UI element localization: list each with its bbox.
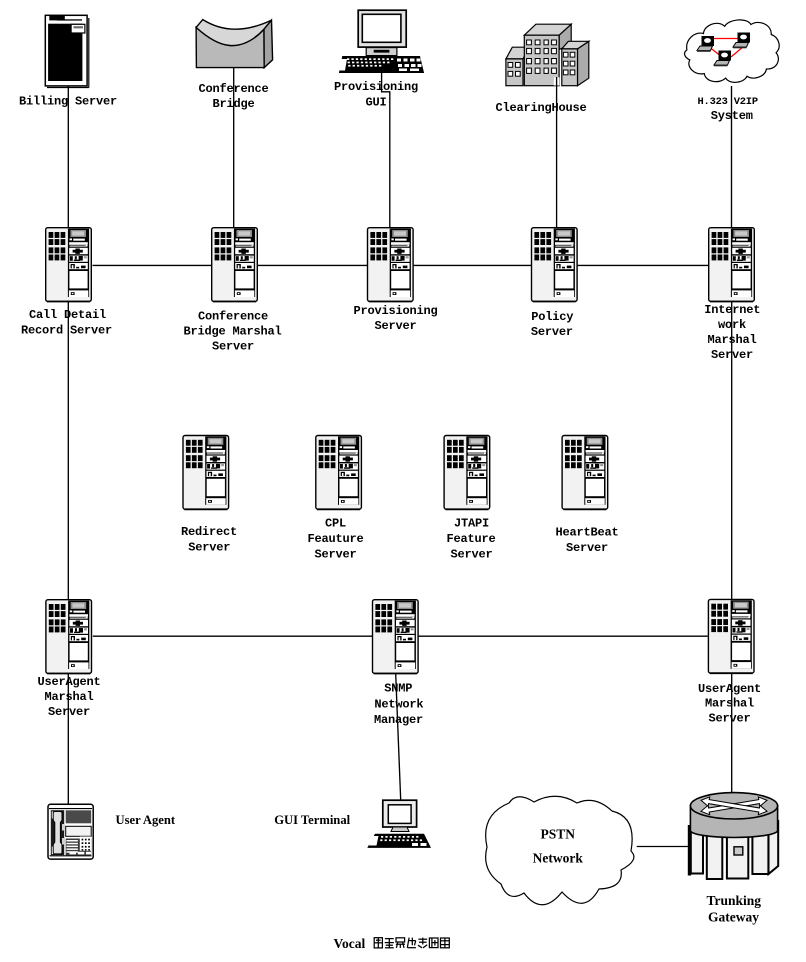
svg-text:Server: Server bbox=[314, 548, 356, 562]
svg-text:Trunking: Trunking bbox=[707, 893, 762, 908]
svg-text:Marshal: Marshal bbox=[705, 697, 754, 711]
svg-text:Server: Server bbox=[566, 541, 608, 555]
svg-text:HeartBeat: HeartBeat bbox=[555, 525, 618, 539]
svg-text:Record Server: Record Server bbox=[21, 323, 112, 337]
svg-text:Redirect: Redirect bbox=[181, 525, 237, 539]
svg-text:Call Detail: Call Detail bbox=[29, 308, 106, 322]
svg-text:Feauture: Feauture bbox=[307, 532, 363, 546]
svg-text:SNMP: SNMP bbox=[384, 682, 412, 696]
svg-text:Conference: Conference bbox=[198, 310, 268, 324]
svg-text:PSTN: PSTN bbox=[541, 827, 576, 842]
svg-text:Marshal: Marshal bbox=[44, 690, 93, 704]
svg-text:Server: Server bbox=[450, 548, 492, 562]
svg-text:Billing Server: Billing Server bbox=[19, 94, 117, 108]
svg-text:Server: Server bbox=[711, 348, 753, 362]
svg-text:Server: Server bbox=[212, 340, 254, 354]
svg-text:Policy: Policy bbox=[531, 310, 573, 324]
svg-text:H.323 V2IP: H.323 V2IP bbox=[698, 96, 758, 108]
svg-text:User Agent: User Agent bbox=[116, 813, 176, 827]
svg-text:JTAPI: JTAPI bbox=[454, 517, 489, 531]
svg-text:Network: Network bbox=[374, 697, 423, 711]
svg-text:Vocal: Vocal bbox=[334, 936, 366, 951]
svg-text:Marshal: Marshal bbox=[707, 333, 756, 347]
svg-text:Feature: Feature bbox=[446, 532, 495, 546]
svg-text:UserAgent: UserAgent bbox=[698, 682, 761, 696]
svg-text:Server: Server bbox=[708, 711, 750, 725]
svg-text:Conference: Conference bbox=[198, 82, 268, 96]
svg-text:work: work bbox=[718, 318, 746, 332]
svg-text:Server: Server bbox=[374, 319, 416, 333]
svg-text:CPL: CPL bbox=[325, 517, 346, 531]
svg-text:Server: Server bbox=[188, 540, 230, 554]
svg-text:Server: Server bbox=[48, 705, 90, 719]
svg-text:GUI Terminal: GUI Terminal bbox=[274, 813, 350, 827]
svg-text:UserAgent: UserAgent bbox=[37, 675, 100, 689]
svg-text:ClearingHouse: ClearingHouse bbox=[495, 101, 586, 115]
svg-text:GUI: GUI bbox=[365, 96, 386, 110]
svg-text:Network: Network bbox=[533, 851, 584, 866]
svg-text:System: System bbox=[711, 109, 753, 123]
svg-text:Manager: Manager bbox=[374, 713, 423, 727]
svg-text:Server: Server bbox=[531, 325, 573, 339]
svg-text:Provisioning: Provisioning bbox=[353, 304, 437, 318]
svg-text:Provisioning: Provisioning bbox=[334, 80, 418, 94]
svg-text:Internet: Internet bbox=[704, 303, 760, 317]
svg-text:Gateway: Gateway bbox=[708, 909, 759, 924]
svg-text:Bridge Marshal: Bridge Marshal bbox=[183, 325, 281, 339]
svg-text:Bridge: Bridge bbox=[212, 97, 254, 111]
